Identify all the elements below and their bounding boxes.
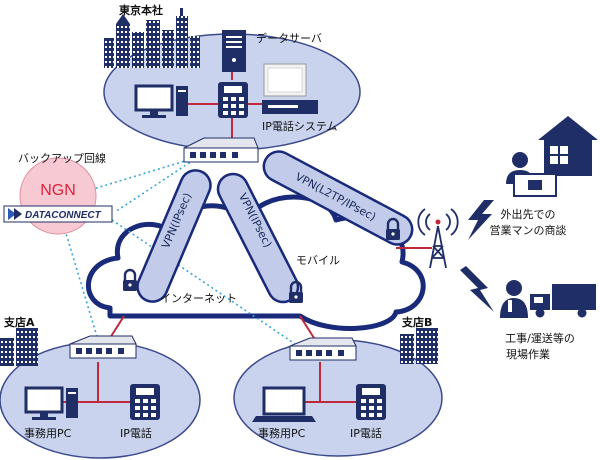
sales-label-line2: 営業マンの商談 <box>490 223 567 237</box>
ip-phone-icon <box>356 384 386 420</box>
worker-icon <box>500 280 528 318</box>
ip-phone-icon <box>218 82 248 118</box>
tokyo-hq-label: 東京本社 <box>119 3 163 17</box>
house-icon <box>538 116 598 176</box>
hq-buildings-icon <box>104 8 200 68</box>
mobile-label: モバイル <box>296 254 340 267</box>
branch-b-router-icon <box>289 337 357 361</box>
backup-line-label: バックアップ回線 <box>18 151 106 165</box>
branch-a-label: 支店A <box>3 315 35 329</box>
branch-b-label: 支店B <box>401 315 432 329</box>
data-server-label: データサーバ <box>256 31 322 45</box>
dataconnect-text: DATACONNECT <box>25 210 102 221</box>
lock-icon <box>123 268 137 291</box>
lock-icon <box>386 217 400 240</box>
backup-dotted-lines <box>61 156 299 347</box>
sales-label-line1: 外出先での <box>501 207 556 221</box>
dataconnect-logo: DATACONNECT <box>3 205 113 223</box>
wireless-bolt-icon <box>460 266 494 312</box>
office-pc-a-label: 事務用PC <box>24 426 72 440</box>
site-label-line2: 現場作業 <box>506 348 550 361</box>
ip-phone-system-label: IP電話システム <box>262 119 338 133</box>
ip-phone-icon <box>130 384 160 420</box>
branch-a-router-icon <box>69 335 137 359</box>
ip-phone-b-label: IP電話 <box>350 426 382 440</box>
hq-router-icon <box>183 137 259 163</box>
truck-icon <box>530 284 596 318</box>
ip-phone-a-label: IP電話 <box>120 426 152 440</box>
office-pc-b-label: 事務用PC <box>258 426 306 440</box>
desktop-pc-icon <box>24 386 78 420</box>
laptop-icon <box>252 386 316 422</box>
branch-b-building-icon <box>400 328 438 364</box>
antenna-tower-icon <box>417 208 459 269</box>
branch-a-building-icon <box>0 328 38 366</box>
salesperson-icon <box>506 152 557 197</box>
pbx-device-icon <box>262 63 318 114</box>
desktop-pc-icon <box>134 84 188 118</box>
site-label-line1: 工事/運送等の <box>505 331 575 345</box>
wireless-bolt-icon <box>468 200 494 240</box>
ngn-label: NGN <box>40 182 76 199</box>
internet-label: インターネット <box>160 292 237 305</box>
server-icon <box>222 30 246 72</box>
lock-icon <box>289 280 303 303</box>
